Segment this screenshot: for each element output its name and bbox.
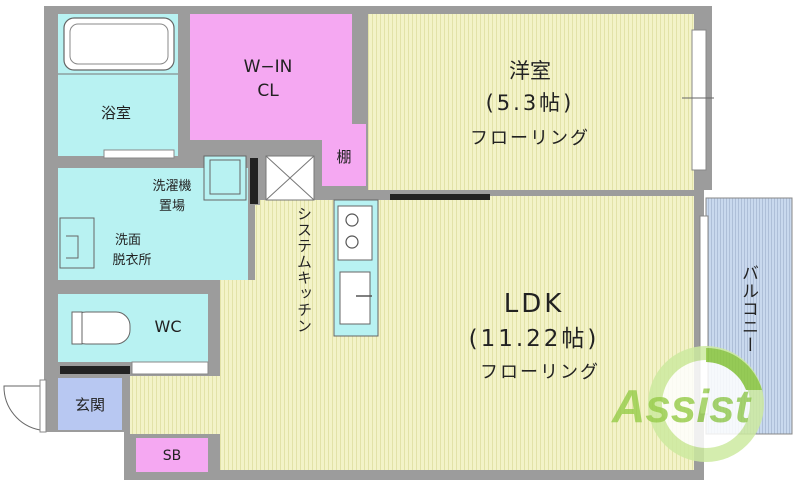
- watermark-text: Assist: [611, 380, 752, 432]
- label-bathroom: 浴室: [101, 104, 131, 122]
- label-entrance: 玄関: [75, 396, 105, 414]
- label-kitchen: システムキッチン: [295, 206, 313, 334]
- bath-door: [103, 149, 175, 159]
- stove-burner-2: [345, 235, 359, 249]
- label-wash-2: 脱衣所: [112, 252, 151, 268]
- corridor-floor: [255, 205, 325, 285]
- kitchen-sink: [339, 271, 371, 325]
- label-washer-1: 洗濯機: [152, 179, 191, 194]
- label-western-title: 洋室: [509, 59, 551, 83]
- label-shelf: 棚: [336, 148, 351, 166]
- label-washer-2: 置場: [159, 199, 185, 214]
- label-balcony: バルコニー: [738, 264, 758, 354]
- window-west-room: [691, 29, 707, 171]
- label-wash-1: 洗面: [115, 233, 141, 248]
- watermark-logo: Assist: [611, 346, 764, 462]
- shelf: [322, 124, 366, 186]
- label-western-size: (5.3帖): [486, 91, 575, 115]
- entrance-floor: [58, 378, 122, 430]
- label-western-floor: フローリング: [470, 128, 590, 149]
- washbasin: [59, 217, 95, 269]
- hallway-floor: [130, 376, 220, 434]
- label-sb: SB: [163, 448, 182, 464]
- label-walkin-1: W−IN: [244, 57, 293, 77]
- western-room-floor: [368, 14, 694, 190]
- walkin-closet: [190, 14, 352, 140]
- label-ldk-floor: フローリング: [480, 362, 600, 383]
- label-walkin-2: CL: [257, 81, 279, 101]
- washer-space: [203, 155, 247, 201]
- shoe-box: [136, 438, 208, 472]
- entrance-door: [3, 385, 41, 431]
- label-ldk-title: LDK: [504, 289, 565, 319]
- label-wc: WC: [155, 317, 182, 336]
- stove-burner-1: [345, 213, 359, 227]
- label-ldk-size: (11.22帖): [469, 326, 600, 352]
